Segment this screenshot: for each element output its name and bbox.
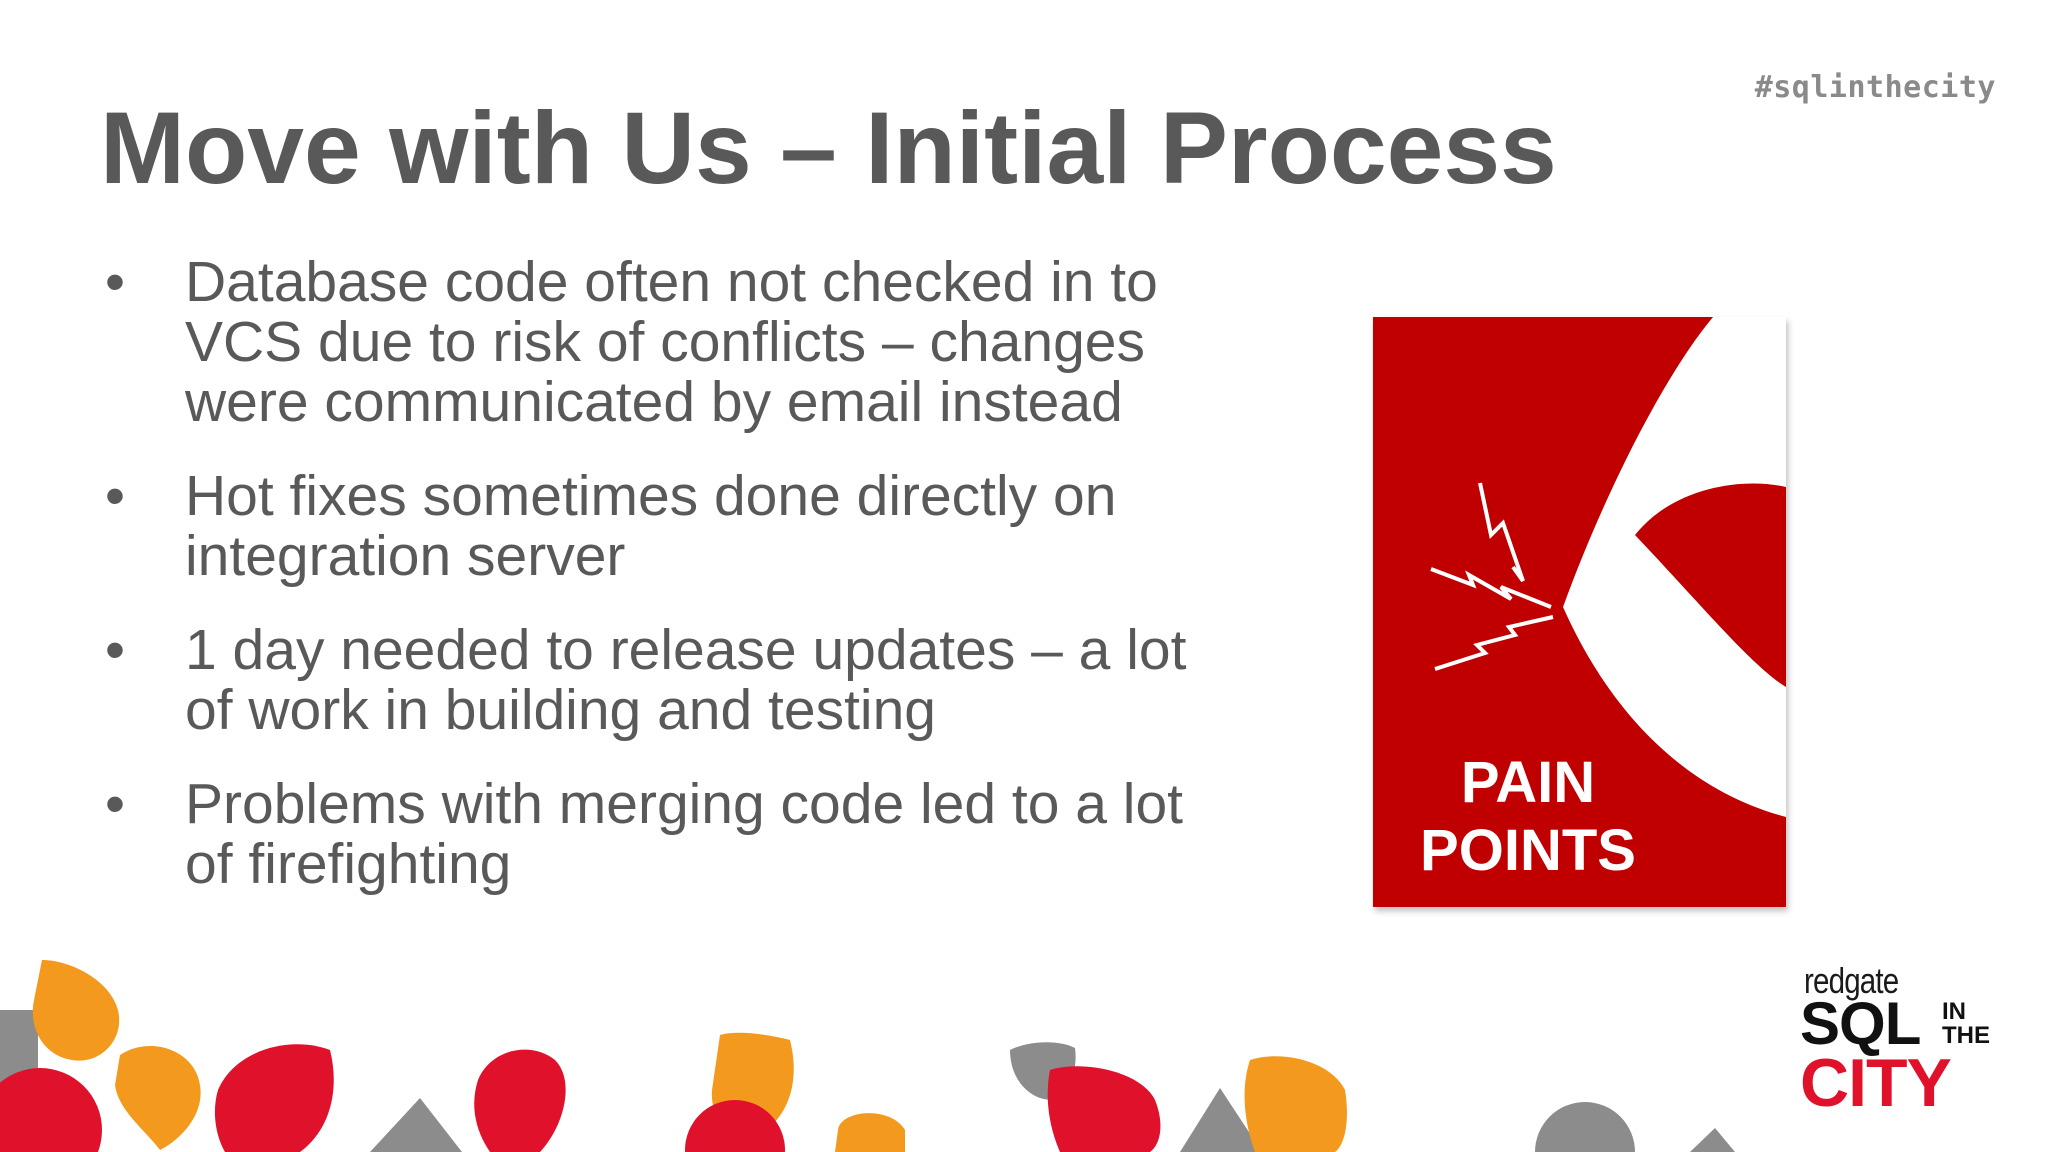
logo-in: IN: [1942, 998, 1966, 1025]
decorative-shape: [1047, 1066, 1161, 1152]
pain-points-image: PAIN POINTS: [1373, 317, 1786, 907]
decorative-shape: [1690, 1128, 1735, 1152]
bullet-item: • Database code often not checked in to …: [100, 252, 1220, 432]
pain-label-line2: POINTS: [1420, 818, 1636, 883]
bullet-marker: •: [105, 250, 125, 314]
logo-the: THE: [1942, 1022, 1990, 1049]
redgate-sql-in-the-city-logo: redgate SQL IN THE CITY: [1800, 960, 2000, 1120]
decorative-shapes: [0, 960, 1735, 1152]
decorative-shape: [685, 1100, 785, 1152]
decorative-shape: [1535, 1102, 1635, 1152]
decorative-shape: [0, 1068, 102, 1152]
decorative-shape: [214, 1044, 334, 1152]
bullet-text: Problems with merging code led to a lot …: [185, 772, 1184, 896]
bullet-item: • Problems with merging code led to a lo…: [100, 774, 1220, 894]
bullet-marker: •: [105, 772, 125, 836]
decorative-shape: [370, 1098, 462, 1152]
pain-label-line1: PAIN: [1460, 750, 1596, 815]
pain-points-label: PAIN POINTS: [1373, 749, 1683, 885]
lightning-bolt-icon: [1434, 615, 1554, 671]
decorative-shape: [835, 1113, 905, 1152]
lightning-bolt-icon: [1430, 567, 1552, 609]
logo-city: CITY: [1800, 1045, 1952, 1121]
hashtag: #sqlinthecity: [1754, 70, 1996, 105]
decorative-shape: [1244, 1056, 1347, 1152]
decorative-shape: [1180, 1088, 1262, 1152]
decorative-shape: [32, 960, 120, 1061]
bullet-marker: •: [105, 464, 125, 528]
decorative-shape: [115, 1046, 201, 1150]
pain-curve: [1563, 317, 1786, 817]
bullet-marker: •: [105, 618, 125, 682]
logo-sql: SQL: [1800, 990, 1921, 1057]
bullet-list: • Database code often not checked in to …: [100, 252, 1220, 928]
bullet-text: 1 day needed to release updates – a lot …: [185, 618, 1187, 742]
lightning-bolt-icon: [1478, 482, 1525, 583]
logo-brand: redgate: [1804, 960, 1899, 1001]
bullet-text: Hot fixes sometimes done directly on int…: [185, 464, 1117, 588]
bullet-text: Database code often not checked in to VC…: [185, 250, 1158, 434]
slide-title: Move with Us – Initial Process: [100, 91, 1557, 205]
bullet-item: • Hot fixes sometimes done directly on i…: [100, 466, 1220, 586]
pain-points-graphic: [1373, 317, 1786, 907]
decorative-shape: [474, 1049, 566, 1152]
bullet-item: • 1 day needed to release updates – a lo…: [100, 620, 1220, 740]
